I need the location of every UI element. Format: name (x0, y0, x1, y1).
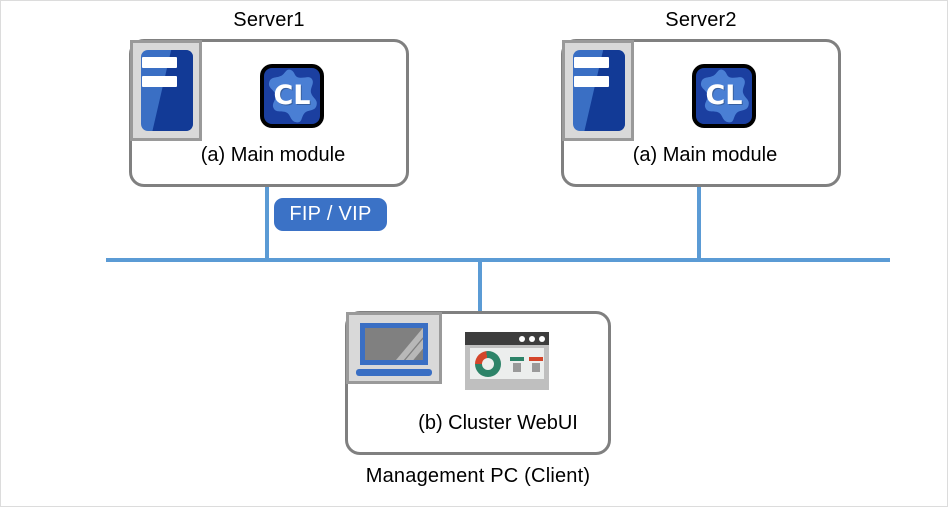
cl-logo-text: CL (273, 79, 311, 111)
browser-content (470, 348, 544, 379)
cl-logo-icon: CL (260, 64, 324, 128)
cluster-webui-label: (b) Cluster WebUI (418, 412, 578, 434)
status-widget-2-cap (529, 357, 543, 361)
server-icon (562, 40, 634, 141)
network-bus-line (106, 258, 890, 262)
browser-titlebar (465, 332, 549, 345)
server2-module-label: (a) Main module (632, 144, 778, 166)
server-slot-bar-2 (142, 76, 177, 87)
browser-dot-1 (519, 336, 525, 342)
status-widget-1-cap (510, 357, 524, 361)
cl-splash-shape (700, 69, 749, 123)
server1-title: Server1 (233, 9, 305, 31)
browser-dot-3 (539, 336, 545, 342)
server2-network-link (697, 187, 701, 262)
server-slot-bar-2 (574, 76, 609, 87)
server-slot-bar-1 (142, 57, 177, 68)
server-slot-bar-1 (574, 57, 609, 68)
laptop-screen (360, 323, 428, 365)
server-icon (130, 40, 202, 141)
browser-dot-2 (529, 336, 535, 342)
cl-logo-icon: CL (692, 64, 756, 128)
cl-splash-shape (268, 69, 317, 123)
donut-chart-icon (475, 351, 501, 377)
laptop-base (356, 369, 432, 376)
cl-logo-text: CL (705, 79, 743, 111)
server1-box[interactable]: CL (a) Main module (129, 39, 409, 187)
laptop-icon (346, 312, 442, 384)
server2-box[interactable]: CL (a) Main module (561, 39, 841, 187)
browser-window (465, 332, 549, 390)
status-widget-2-stem (532, 363, 540, 372)
management-pc-caption: Management PC (Client) (365, 465, 591, 487)
fip-vip-badge[interactable]: FIP / VIP (274, 198, 387, 231)
server1-network-link (265, 187, 269, 262)
management-pc-box[interactable]: (b) Cluster WebUI (345, 311, 611, 455)
server2-title: Server2 (665, 9, 737, 31)
management-pc-network-link (478, 258, 482, 314)
cluster-webui-browser-icon (465, 332, 549, 400)
status-widget-1-stem (513, 363, 521, 372)
server1-module-label: (a) Main module (200, 144, 346, 166)
